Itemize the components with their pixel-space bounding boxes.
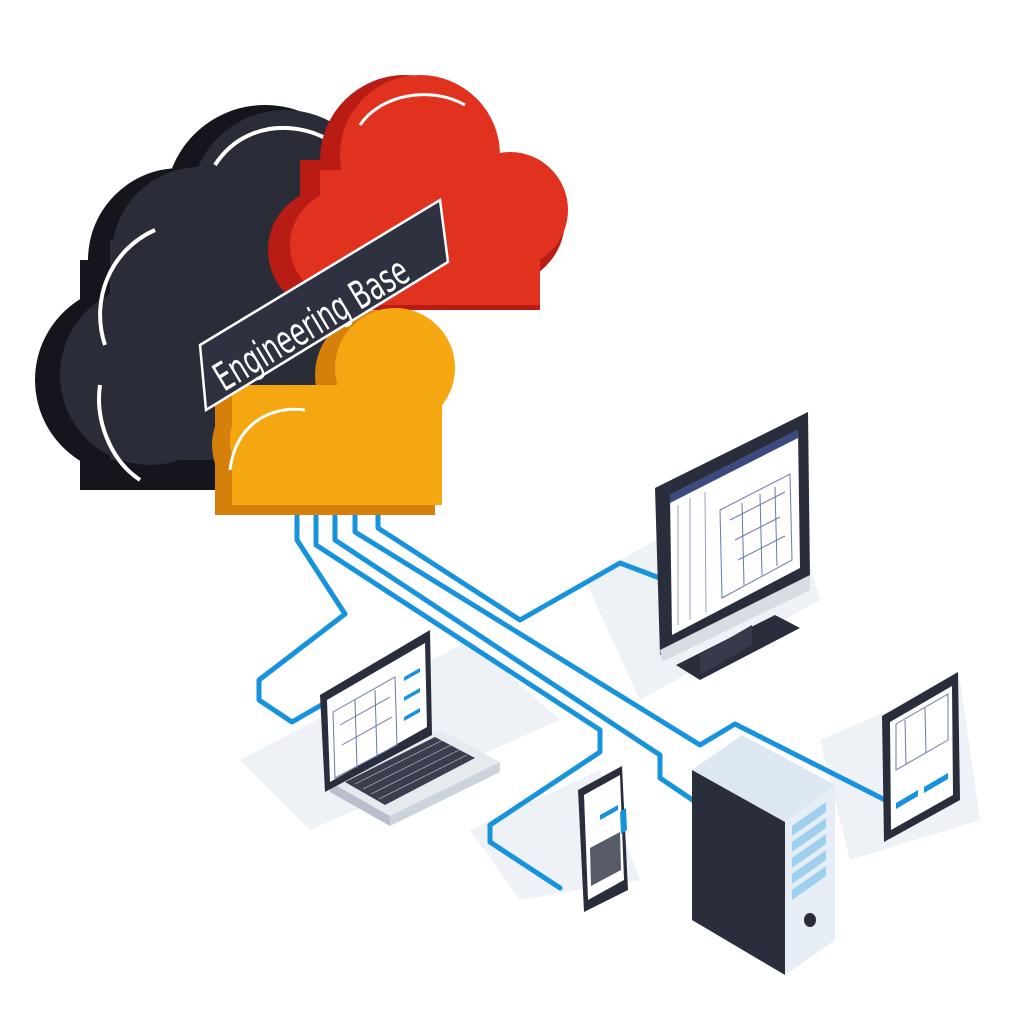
monitor-icon [655, 412, 810, 680]
phone-icon [578, 766, 628, 912]
tablet-icon [882, 672, 960, 842]
laptop-icon [320, 630, 500, 826]
connection-line-phone [313, 467, 603, 891]
server-icon [692, 735, 835, 975]
connection-line-server [332, 467, 703, 808]
cloud-icon: Engineering Base [35, 75, 568, 515]
connection-line-laptop [256, 467, 348, 725]
